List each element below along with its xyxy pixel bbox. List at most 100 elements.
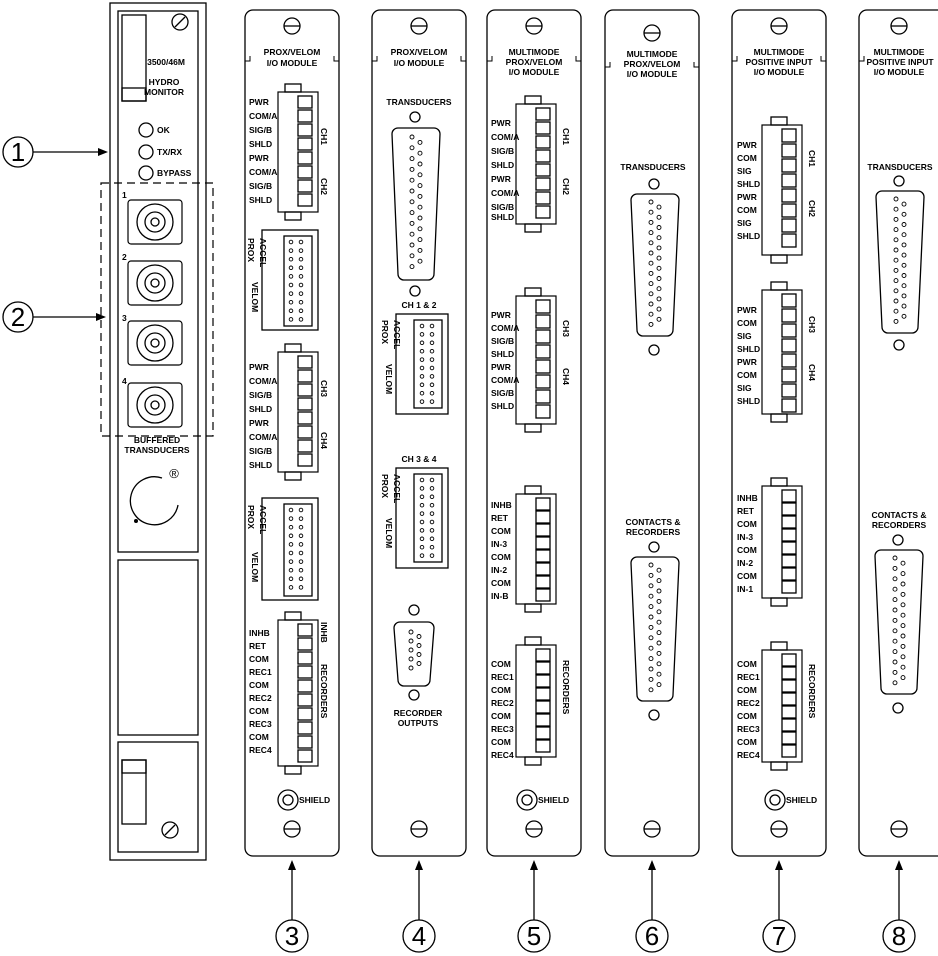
pin-icon: [429, 553, 435, 558]
m7-term2-label-3: SHLD: [737, 344, 760, 354]
pin-icon: [408, 638, 414, 644]
pin-icon: [417, 258, 423, 264]
db25-transducers-connector-icon[interactable]: [630, 178, 680, 356]
pin-icon: [298, 567, 304, 573]
mount-screw-icon: [770, 820, 788, 838]
pin-icon: [648, 301, 654, 307]
pin-icon: [298, 550, 304, 556]
m3-accel-label-2: ACCEL: [258, 505, 268, 534]
db25-transducers-connector-icon[interactable]: [875, 175, 925, 351]
pin-icon: [288, 524, 294, 530]
pin-icon: [288, 282, 294, 288]
pin-icon: [288, 239, 294, 245]
prox-velom-connector-ch12-icon[interactable]: [395, 313, 449, 415]
pin-icon: [648, 219, 654, 225]
pin-icon: [892, 586, 898, 592]
m7-term3-label-7: IN-1: [737, 584, 753, 594]
pin-icon: [288, 256, 294, 262]
mount-screw-icon: [410, 820, 428, 838]
pin-icon: [893, 196, 899, 202]
pin-icon: [892, 680, 898, 686]
pin-icon: [288, 576, 294, 582]
db25-contacts-recorders-connector-icon[interactable]: [874, 534, 924, 714]
m3-prox-label-1: PROX: [246, 238, 256, 262]
m7-term2-label-7: SHLD: [737, 396, 760, 406]
pin-icon: [901, 211, 907, 217]
pin-icon: [429, 544, 435, 550]
m7-term4-label-4: COM: [737, 711, 757, 721]
pin-icon: [417, 172, 423, 178]
module-8-title-line1: MULTIMODE: [874, 47, 925, 57]
terminal-block-inhibit-icon[interactable]: [761, 477, 803, 607]
terminal-block-ch3-ch4-icon[interactable]: [277, 343, 319, 481]
pin-icon: [298, 585, 304, 590]
pin-icon: [417, 215, 423, 221]
pin-icon: [288, 274, 294, 279]
pin-icon: [893, 318, 899, 324]
m5-term-label-5: COM/A: [491, 188, 519, 198]
prox-velom-connector-1-icon[interactable]: [261, 229, 319, 331]
db25-transducers-connector-icon[interactable]: [391, 111, 441, 297]
pin-icon: [288, 559, 294, 564]
shield-terminal-icon[interactable]: [764, 789, 786, 811]
prox-velom-connector-2-icon[interactable]: [261, 497, 319, 601]
module-4-title-line2: I/O MODULE: [394, 58, 445, 68]
terminal-block-ch3-ch4-icon[interactable]: [515, 287, 557, 433]
terminal-block-ch3-ch4-icon[interactable]: [761, 281, 803, 423]
prox-velom-connector-ch34-icon[interactable]: [395, 467, 449, 569]
pin-icon: [416, 634, 422, 639]
terminal-block-ch1-ch2-icon[interactable]: [761, 116, 803, 264]
shield-terminal-icon[interactable]: [277, 789, 299, 811]
pin-icon: [900, 560, 906, 566]
terminal-block-ch1-ch2-icon[interactable]: [515, 95, 557, 233]
m3-term3-label-2: COM: [249, 654, 269, 664]
bnc-connector-3-icon[interactable]: [127, 320, 183, 366]
m3-term3-label-7: REC3: [249, 719, 272, 729]
m7-term4-label-3: REC2: [737, 698, 760, 708]
db25-contacts-recorders-connector-icon[interactable]: [630, 541, 680, 721]
callout-4-number: 4: [412, 921, 426, 951]
pin-icon: [419, 357, 425, 362]
m7-term4-label-6: COM: [737, 737, 757, 747]
pin-icon: [429, 528, 435, 533]
m5-term2-label-6: SIG/B: [491, 388, 514, 398]
pin-icon: [892, 617, 898, 623]
bnc-connector-4-icon[interactable]: [127, 382, 183, 428]
m3-term-label-5: COM/A: [249, 167, 277, 177]
pin-icon: [648, 281, 654, 287]
led-label-ok: OK: [157, 125, 171, 135]
callout-5-number: 5: [527, 921, 541, 951]
buffered-line2: TRANSDUCERS: [124, 445, 190, 455]
db9-recorder-outputs-connector-icon[interactable]: [393, 604, 435, 701]
txrx-led-icon: [138, 144, 154, 160]
pin-icon: [419, 382, 425, 388]
bnc-connector-1-icon[interactable]: [127, 199, 183, 245]
m6-transducers-label: TRANSDUCERS: [620, 162, 686, 172]
callout-4: 4: [402, 860, 436, 953]
module-7: MULTIMODE POSITIVE INPUT I/O MODULE PWR …: [731, 9, 827, 857]
terminal-block-ch1-ch2-icon[interactable]: [277, 83, 319, 221]
m7-term-label-7: SHLD: [737, 231, 760, 241]
m5-term-label-4: PWR: [491, 174, 511, 184]
pin-icon: [656, 588, 662, 594]
terminal-block-recorders-icon[interactable]: [761, 641, 803, 771]
pin-icon: [298, 282, 304, 288]
callout-7: 7: [762, 860, 796, 953]
shield-terminal-icon[interactable]: [516, 789, 538, 811]
pin-icon: [900, 675, 906, 681]
pin-icon: [408, 656, 414, 662]
m3-shield-label: SHIELD: [299, 795, 330, 805]
terminal-block-recorders-icon[interactable]: [277, 611, 319, 775]
m3-prox-label-2: PROX: [246, 505, 256, 529]
pin-icon: [893, 206, 899, 212]
pin-icon: [417, 237, 423, 243]
pin-icon: [419, 399, 425, 404]
terminal-block-recorders-icon[interactable]: [515, 636, 557, 766]
pin-icon: [416, 643, 422, 648]
bnc-connector-2-icon[interactable]: [127, 260, 183, 306]
m3-term-label-3: SHLD: [249, 139, 272, 149]
pin-icon: [900, 571, 906, 577]
m5-term-label-6: SIG/B: [491, 202, 514, 212]
m3-inhb-side-label: INHB: [319, 622, 329, 643]
terminal-block-inhibit-icon[interactable]: [515, 485, 557, 613]
